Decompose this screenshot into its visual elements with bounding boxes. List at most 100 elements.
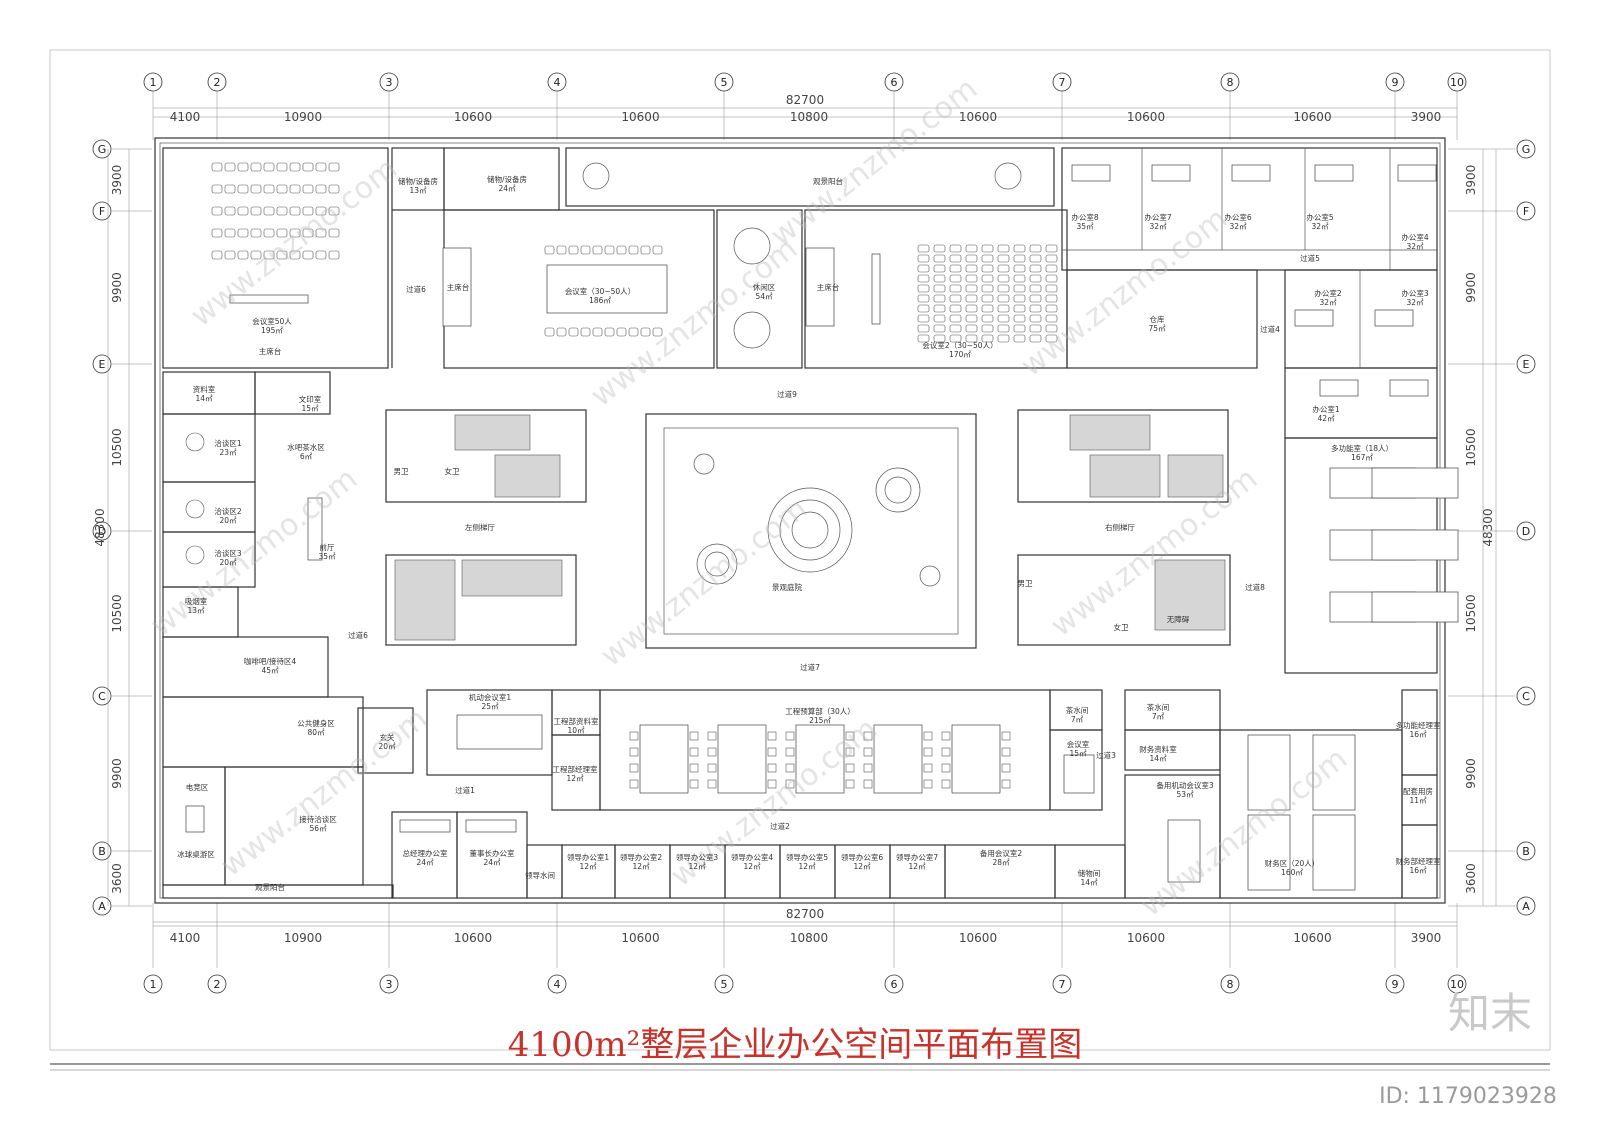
row-dim: 9900	[1464, 272, 1478, 303]
room-68-area: 12㎡	[688, 862, 706, 871]
axis-label-col: 4	[554, 76, 561, 89]
axis-bubble-top-2	[207, 72, 227, 92]
room-26-name: 洽谈区2	[214, 506, 241, 516]
col-dim: 10600	[454, 110, 492, 124]
axis-bubble-bottom-1	[143, 974, 163, 994]
room-26-area: 20㎡	[219, 516, 237, 525]
room-21-name: 办公室1	[1312, 404, 1339, 414]
axis-label-row: G	[1522, 143, 1531, 156]
room-77-name: 观景阳台	[255, 882, 285, 892]
axis-label-col: 9	[1392, 76, 1399, 89]
axis-bubble-left-A	[92, 896, 112, 916]
room-39-name: 无障碍	[1167, 614, 1190, 624]
room-30-area: 45㎡	[261, 666, 279, 675]
room-20-name: 办公室3	[1401, 288, 1428, 298]
room-25-name: 洽谈区1	[214, 438, 241, 448]
room-15-area: 32㎡	[1311, 222, 1329, 231]
room-72-area: 12㎡	[908, 862, 926, 871]
col-dim: 10600	[1293, 110, 1331, 124]
axis-bubble-top-1	[143, 72, 163, 92]
room-46-area: 25㎡	[481, 702, 499, 711]
axis-bubble-bottom-6	[884, 974, 904, 994]
axis-bubble-bottom-5	[714, 974, 734, 994]
axis-bubble-left-D	[92, 521, 112, 541]
room-7-name: 会议室（30~50人）	[565, 286, 635, 296]
room-71-name: 领导办公室6	[841, 852, 883, 862]
axis-label-row: D	[1522, 525, 1530, 538]
room-4-name: 观景阳台	[813, 176, 843, 186]
room-34-name: 左侧梯厅	[465, 522, 495, 532]
room-24-name: 水吧茶水区	[287, 442, 325, 452]
axis-bubble-top-3	[379, 72, 399, 92]
axis-label-row: B	[1522, 845, 1530, 858]
room-55-area: 53㎡	[1176, 790, 1194, 799]
room-74-area: 14㎡	[1080, 878, 1098, 887]
col-dim: 10900	[284, 110, 322, 124]
axis-bubble-top-9	[1385, 72, 1405, 92]
axis-bubble-top-5	[714, 72, 734, 92]
axis-label-col: 8	[1227, 76, 1234, 89]
room-23-area: 15㎡	[301, 404, 319, 413]
room-19-area: 32㎡	[1319, 298, 1337, 307]
axis-label-row: E	[99, 358, 106, 371]
room-52-name: 过道3	[1096, 750, 1116, 760]
axis-bubble-left-B	[92, 841, 112, 861]
room-56-name: 多功能经理室	[1396, 720, 1441, 730]
room-10-area: 170㎡	[949, 350, 971, 359]
axis-bubble-left-E	[92, 354, 112, 374]
room-7-area: 186㎡	[589, 296, 611, 305]
row-dim: 3900	[110, 165, 124, 196]
room-12-name: 办公室8	[1071, 212, 1098, 222]
room-59-area: 56㎡	[309, 824, 327, 833]
axis-label-row: E	[1523, 358, 1530, 371]
room-28-area: 35㎡	[318, 552, 336, 561]
room-25-area: 23㎡	[219, 448, 237, 457]
row-dim: 9900	[1464, 758, 1478, 789]
axis-label-col: 4	[554, 978, 561, 991]
room-33-name: 女卫	[445, 466, 460, 476]
axis-label-row: F	[1523, 205, 1529, 218]
axis-bubble-right-G	[1516, 139, 1536, 159]
axis-label-row: D	[98, 525, 106, 538]
row-dim: 10500	[1464, 594, 1478, 632]
room-72-name: 领导办公室7	[896, 852, 938, 862]
axis-bubble-right-C	[1516, 686, 1536, 706]
room-73-name: 备用会议室2	[980, 848, 1022, 858]
room-41-area: 167㎡	[1351, 453, 1373, 462]
col-dim: 10600	[454, 931, 492, 945]
axis-bubble-left-F	[92, 201, 112, 221]
room-70-area: 12㎡	[798, 862, 816, 871]
axis-bubble-right-E	[1516, 354, 1536, 374]
room-64-name: 董事长办公室	[470, 848, 515, 858]
row-dim: 10500	[110, 428, 124, 466]
room-13-name: 办公室7	[1144, 212, 1171, 222]
room-15-name: 办公室5	[1306, 212, 1333, 222]
total-width-dim: 82700	[786, 93, 824, 107]
axis-label-col: 3	[386, 76, 393, 89]
room-76-area: 16㎡	[1409, 866, 1427, 875]
room-54-area: 14㎡	[1149, 754, 1167, 763]
axis-label-col: 10	[1450, 978, 1464, 991]
col-dim: 10800	[790, 931, 828, 945]
axis-bubble-right-B	[1516, 841, 1536, 861]
room-62-name: 冰球桌游区	[177, 849, 215, 859]
room-73-area: 28㎡	[992, 858, 1010, 867]
axis-label-col: 1	[150, 76, 157, 89]
axis-bubble-bottom-2	[207, 974, 227, 994]
room-67-name: 领导办公室2	[620, 852, 662, 862]
room-71-area: 12㎡	[853, 862, 871, 871]
room-63-area: 24㎡	[416, 858, 434, 867]
col-dim: 10600	[621, 110, 659, 124]
axis-bubble-right-A	[1516, 896, 1536, 916]
row-dim: 3600	[110, 863, 124, 894]
axis-label-col: 2	[214, 978, 221, 991]
room-50-name: 茶水间	[1066, 705, 1089, 715]
axis-bubble-top-7	[1052, 72, 1072, 92]
room-29-name: 吸烟室	[185, 596, 208, 606]
room-45-area: 20㎡	[378, 742, 396, 751]
room-47-area: 10㎡	[567, 726, 585, 735]
axis-bubble-left-C	[92, 686, 112, 706]
